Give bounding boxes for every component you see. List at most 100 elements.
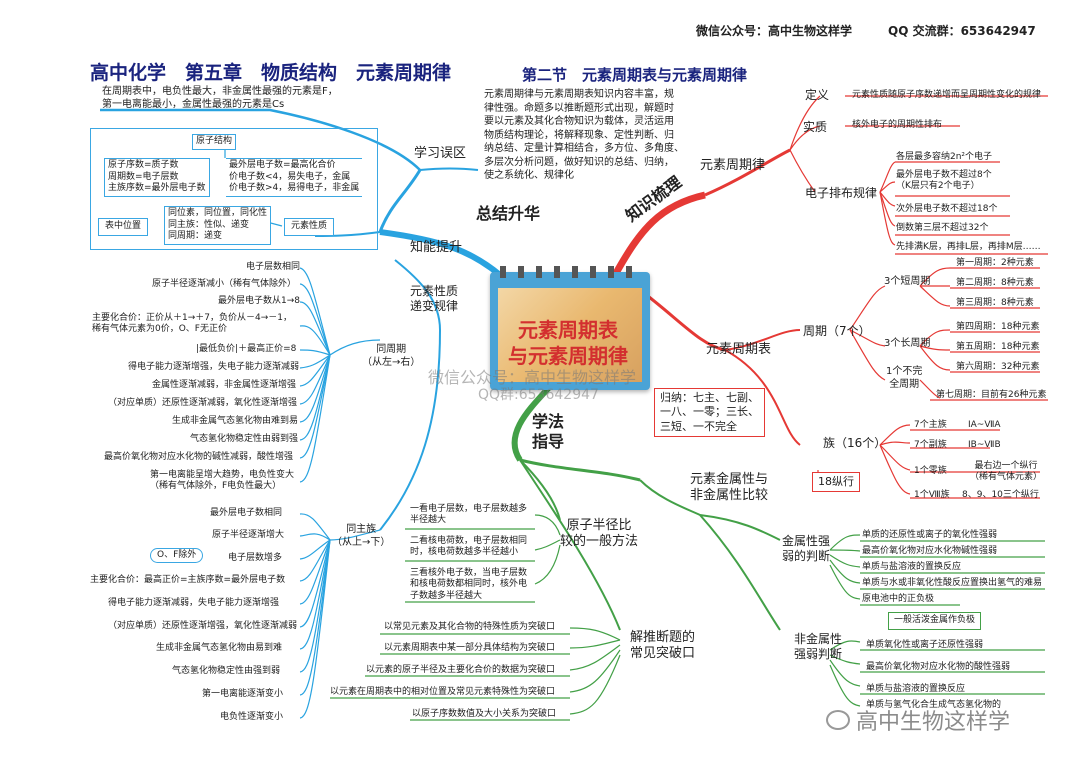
main-item-4: 主要化合价：最高正价=主族序数=最外层电子数 (90, 575, 286, 585)
group-main-label: 7个主族 (914, 420, 947, 430)
arrangement-label: 电子排布规律 (805, 186, 878, 200)
metal-item-3: 单质与盐溶液的置换反应 (862, 562, 962, 572)
def-text: 元素性质随原子序数递增而呈周期性变化的规律 (852, 90, 1042, 100)
group-zero-value: 最右边一个纵行（稀有气体元素） (969, 461, 1042, 483)
main-item-9: 第一电离能逐渐变小 (202, 689, 284, 699)
period-item-4: 主要化合价：正价从＋1→＋7，负价从－4→－1， 稀有气体元素为0价，O、F无正… (92, 313, 292, 335)
center-picture (498, 288, 642, 382)
short-period-2: 第二周期：8种元素 (956, 278, 1034, 288)
period-item-7: 金属性逐渐减弱，非金属性逐渐增强 (152, 380, 297, 390)
nonmetal-item-3: 单质与盐溶液的置换反应 (866, 684, 966, 694)
period-item-3: 最外层电子数从1→8 (218, 296, 300, 306)
group-main-value: ⅠA~ⅦA (968, 420, 1001, 430)
center-card: 元素周期表 与元素周期律 (490, 266, 650, 390)
arrangement-item-5: 先排满K层，再排L层，再排M层…… (896, 242, 1041, 252)
short-period-label: 3个短周期 (884, 276, 931, 287)
main-item-10: 电负性逐渐变小 (220, 712, 284, 722)
metal-item-5: 原电池中的正负极 (862, 594, 935, 604)
arrangement-item-4: 倒数第三层不超过32个 (896, 223, 989, 233)
long-period-2: 第五周期：18种元素 (956, 342, 1040, 352)
incomplete-period-item: 第七周期：目前有26种元素 (936, 390, 1047, 400)
period-group-label: 同周期 （从左→右） (362, 344, 421, 368)
period-item-12: 第一电离能呈增大趋势，电负性变大 （稀有气体除外，F电负性最大） (150, 470, 295, 492)
period-item-5: |最低负价|＋最高正价=8 (196, 344, 297, 354)
infer-label: 解推断题的 常见突破口 (630, 630, 696, 662)
period-item-11: 最高价氧化物对应水化物的碱性减弱，酸性增强 (104, 452, 294, 462)
center-title-2: 与元素周期律 (508, 344, 628, 368)
radius-label: 原子半径比 较的一般方法 (560, 518, 639, 550)
period-item-8: （对应单质）还原性逐渐减弱，氧化性逐渐增强 (108, 398, 298, 408)
main-item-1: 最外层电子数相同 (210, 508, 283, 518)
incomplete-period-label: 1个不完 全周期 (886, 366, 923, 390)
infer-item-2: 以元素周期表中某一部分具体结构为突破口 (384, 643, 556, 653)
summary-box: 归纳：七主、七副、 一八、一零；三长、 三短、一不完全 (654, 388, 765, 437)
page-subtitle: 第二节 元素周期表与元素周期律 (522, 66, 748, 84)
compare-label: 元素金属性与 非金属性比较 (690, 472, 769, 504)
period-item-10: 气态氢化物稳定性由弱到强 (190, 434, 299, 444)
def-label: 定义 (805, 88, 830, 102)
branch-method: 学法 指导 (532, 412, 565, 451)
main-group-note: O、F除外 (150, 548, 204, 564)
metal-item-2: 最高价氧化物对应水化物碱性强弱 (862, 546, 998, 556)
arrangement-item-2: 最外层电子数不超过8个 （K层只有2个电子） (896, 170, 992, 192)
main-item-6: （对应单质）还原性逐渐增强，氧化性逐渐减弱 (108, 621, 298, 631)
main-item-3: 电子层数增多 (228, 553, 283, 563)
valence-rules: 最外层电子数=最高化合价 价电子数<4，易失电子，金属 价电子数>4，易得电子，… (226, 158, 363, 198)
radius-item-1: 一看电子层数，电子层数越多 半径越大 (410, 504, 528, 526)
wechat-logo-icon (826, 710, 850, 730)
position-rules: 同位素，同位置，同化性 同主族：性似、递变 同周期：递变 (164, 206, 272, 246)
infer-item-1: 以常见元素及其化合物的特殊性质为突破口 (384, 622, 556, 632)
summary-description: 元素周期律与元素周期表知识内容丰富，规 律性强。命题多以推断题形式出现，解题时 … (484, 89, 684, 181)
property-box: 元素性质 (284, 218, 335, 236)
period-label: 周期（7个） (803, 324, 871, 338)
infer-item-4: 以元素在周期表中的相对位置及常见元素特殊性为突破口 (330, 687, 556, 697)
law-label-knowledge: 元素周期律 (700, 158, 766, 173)
essence-text: 核外电子的周期性排布 (852, 120, 943, 130)
main-item-7: 生成非金属气态氢化物由易到难 (156, 643, 283, 653)
arrangement-item-3: 次外层电子数不超过18个 (896, 204, 998, 214)
long-period-1: 第四周期：18种元素 (956, 322, 1040, 332)
metal-item-1: 单质的还原性或离子的氧化性强弱 (862, 530, 998, 540)
period-item-1: 电子层数相同 (246, 262, 301, 272)
qq-group: QQ 交流群：653642947 (888, 24, 1036, 38)
period-item-9: 生成非金属气态氢化物由难到易 (172, 416, 299, 426)
ability-frame (90, 128, 378, 250)
center-watermark-1: 微信公众号：高中生物这样学 (428, 368, 637, 387)
group-sub-value: ⅠB~ⅦB (968, 440, 1001, 450)
period-item-2: 原子半径逐渐减小（稀有气体除外） (152, 279, 297, 289)
group-eight-label: 1个Ⅷ族 (914, 490, 950, 500)
calendar-rings (500, 266, 640, 278)
group-sub-label: 7个副族 (914, 440, 947, 450)
group-zero-label: 1个零族 (914, 466, 947, 476)
branch-summary: 总结升华 (476, 204, 541, 223)
wechat-account: 微信公众号：高中生物这样学 (696, 24, 853, 38)
group-eight-value: 8、9、10三个纵行 (962, 490, 1039, 500)
main-group-label: 同主族 （从上→下） (332, 524, 391, 548)
long-period-3: 第六周期：32种元素 (956, 362, 1040, 372)
radius-item-2: 二看核电荷数，电子层数相同 时，核电荷数越多半径越小 (410, 536, 528, 558)
essence-label: 实质 (803, 120, 828, 134)
group-label: 族（16个） (823, 436, 887, 450)
radius-item-3: 三看核外电子数，当电子层数 和核电荷数都相同时，核外电 子数越多半径越大 (410, 568, 528, 601)
metal-label: 金属性强 弱的判断 (782, 534, 831, 563)
table-label: 元素周期表 (706, 342, 772, 357)
atom-structure-rules: 原子序数=质子数 周期数=电子层数 主族序数=最外层电子数 (104, 158, 210, 198)
nonmetal-item-2: 最高价氧化物对应水化物的酸性强弱 (866, 662, 1011, 672)
atom-structure-box: 原子结构 (192, 134, 237, 150)
center-watermark-2: QQ群:653642947 (478, 387, 599, 403)
footer-watermark: 高中生物这样学 (856, 710, 1011, 735)
metal-item-4: 单质与水或非氧化性酸反应置换出氢气的难易 (862, 578, 1043, 588)
long-period-label: 3个长周期 (884, 338, 931, 349)
metal-note: 一般活泼金属作负极 (888, 612, 982, 630)
columns-box: 18纵行 (812, 472, 860, 493)
main-item-5: 得电子能力逐渐减弱，失电子能力逐渐增强 (108, 598, 280, 608)
position-box: 表中位置 (98, 218, 149, 236)
main-item-8: 气态氢化物稳定性由强到弱 (172, 666, 281, 676)
short-period-1: 第一周期：2种元素 (956, 258, 1034, 268)
ability-label: 知能提升 (410, 240, 463, 255)
page-title: 高中化学 第五章 物质结构 元素周期律 (90, 62, 452, 84)
nonmetal-item-1: 单质氧化性或离子还原性强弱 (866, 640, 984, 650)
nonmetal-label: 非金属性 强弱判断 (794, 632, 843, 661)
nonmetal-item-4: 单质与氢气化合生成气态氢化物的 (866, 700, 1002, 710)
